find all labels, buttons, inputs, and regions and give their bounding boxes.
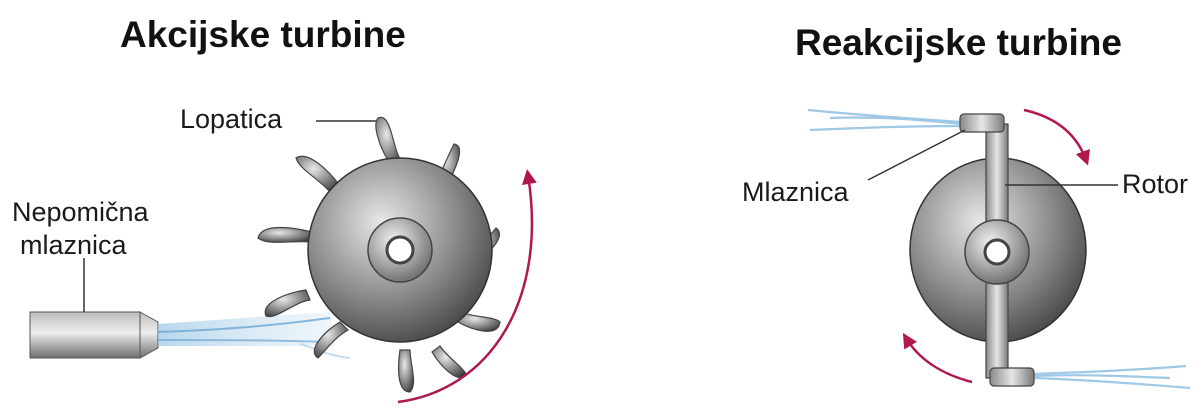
nozzle-label-line1: Nepomična — [12, 196, 149, 229]
reaction-turbine-title: Reakcijske turbine — [795, 22, 1122, 64]
rotor-label: Rotor — [1122, 168, 1188, 201]
reaction-turbine — [808, 110, 1190, 388]
fixed-nozzle — [30, 312, 158, 358]
reaction-nozzle-top — [960, 114, 1004, 132]
reaction-rotation-arrow-bottom — [906, 338, 972, 382]
water-jet-bottom — [1034, 366, 1190, 388]
reaction-rotation-arrow-top — [1024, 110, 1086, 160]
reaction-nozzle-label: Mlaznica — [742, 176, 849, 209]
reaction-nozzle-bottom — [990, 368, 1034, 386]
nozzle-label-line2: mlaznica — [20, 229, 127, 262]
water-jet-top — [808, 110, 962, 130]
blade-label: Lopatica — [180, 103, 282, 136]
impulse-turbine-title: Akcijske turbine — [120, 14, 406, 56]
